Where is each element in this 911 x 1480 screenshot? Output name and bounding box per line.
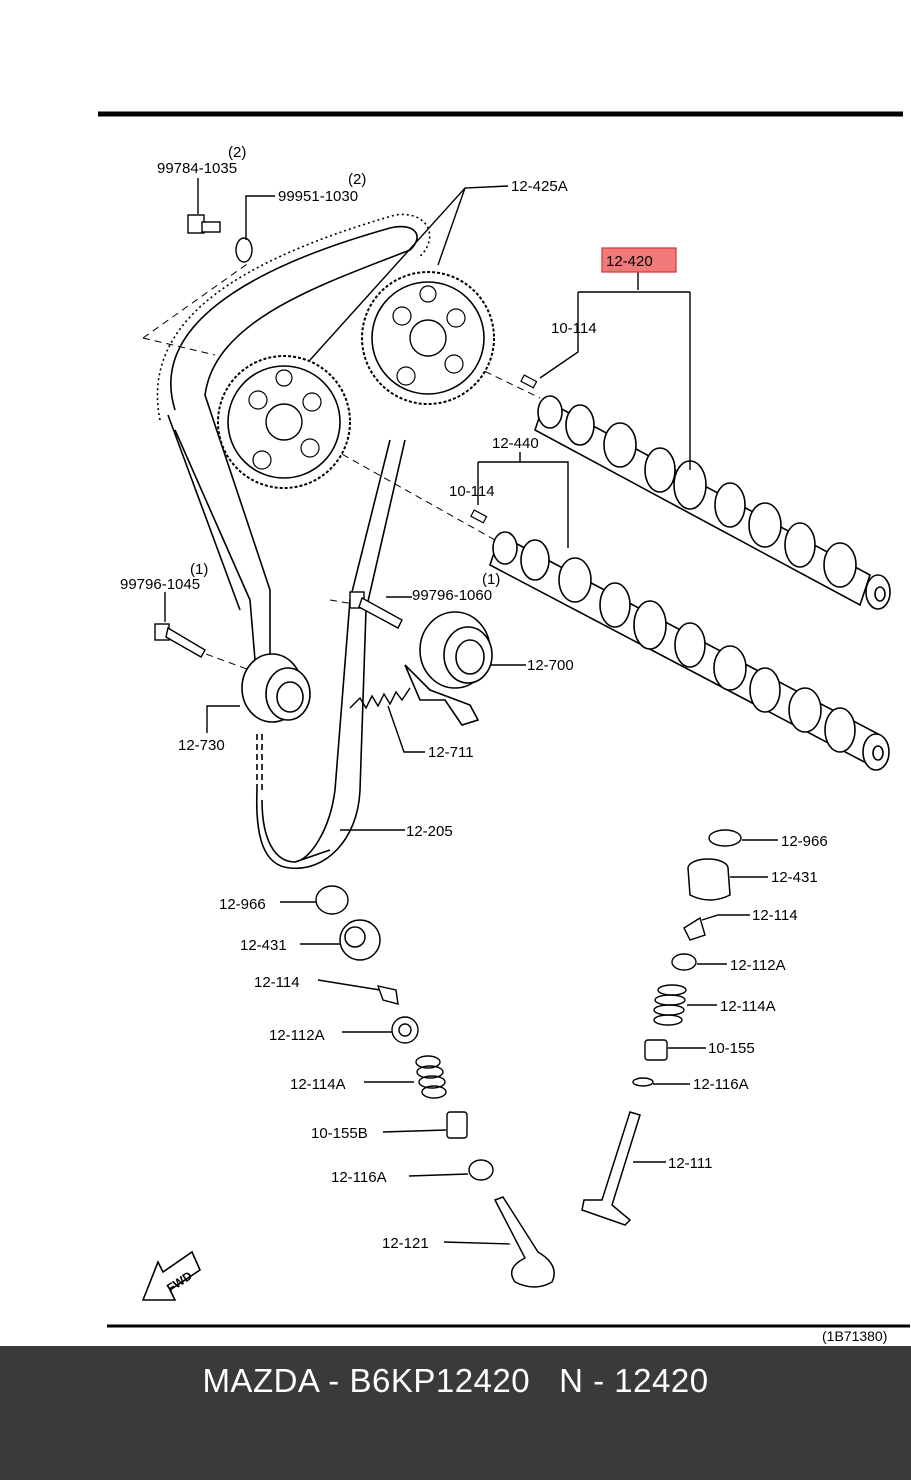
label-12-730: 12-730 (178, 737, 225, 754)
leader-lines (164, 178, 778, 1245)
bolt-99796-1060 (349, 591, 403, 629)
qty-99796-1060: (1) (482, 571, 500, 588)
qty-99784: (2) (228, 144, 246, 161)
label-12-112A-left: 12-112A (269, 1027, 325, 1044)
label-12-431-left: 12-431 (240, 937, 287, 954)
timing-belt (156, 213, 431, 870)
label-10-155: 10-155 (708, 1040, 755, 1057)
washer-99951 (235, 237, 253, 263)
cam-pulley-right (361, 271, 495, 405)
label-12-700: 12-700 (527, 657, 574, 674)
spring-seat-upper-right (671, 953, 697, 971)
highlight-box-12420 (601, 247, 677, 273)
valve-spring-left (415, 1055, 447, 1099)
label-12-116A-left: 12-116A (331, 1169, 387, 1186)
label-12-711: 12-711 (428, 744, 474, 761)
camshaft-exhaust (534, 395, 891, 610)
label-12-431-right: 12-431 (771, 869, 818, 886)
spring-12711 (349, 687, 411, 710)
label-12-205: 12-205 (406, 823, 453, 840)
bolt-99784 (187, 214, 221, 234)
shim-right (708, 829, 742, 847)
qty-99951: (2) (348, 171, 366, 188)
valve-12111 (581, 1111, 641, 1226)
label-99784-1035: 99784-1035 (157, 160, 237, 177)
part-labels: (2) 99784-1035 (2) 99951-1030 12-425A 12… (120, 144, 887, 1344)
label-99951-1030: 99951-1030 (278, 188, 358, 205)
label-12-966-right: 12-966 (781, 833, 828, 850)
keeper-left (376, 985, 399, 1005)
footer-ref: N - 12420 (559, 1362, 709, 1399)
spring-seat-upper-left (391, 1016, 419, 1044)
footer-bar: MAZDA - B6KP12420 N - 12420 (0, 1346, 911, 1480)
label-12-114A-left: 12-114A (290, 1076, 346, 1093)
label-99796-1045: 99796-1045 (120, 576, 200, 593)
label-12-966-left: 12-966 (219, 896, 266, 913)
label-12-111: 12-111 (668, 1155, 712, 1172)
dowel-pin-lower (470, 509, 488, 524)
diagram-reference: (1B71380) (822, 1328, 887, 1344)
footer-title: MAZDA - B6KP12420 N - 12420 (202, 1362, 709, 1399)
tappet-right (687, 858, 731, 901)
spring-seat-lower-right (632, 1077, 654, 1087)
label-12-112A-right: 12-112A (730, 957, 786, 974)
footer-part-number: B6KP12420 (349, 1362, 531, 1399)
valve-seal-left (446, 1111, 468, 1139)
label-10-114-lower: 10-114 (449, 483, 495, 500)
camshaft-intake (489, 531, 890, 771)
valve-12121 (493, 1196, 555, 1288)
parts-diagram: FWD (98, 111, 910, 1344)
label-99796-1060: 99796-1060 (412, 587, 492, 604)
tensioner-12700 (404, 611, 493, 726)
footer-brand: MAZDA (202, 1362, 319, 1399)
label-10-155B: 10-155B (311, 1125, 368, 1142)
dowel-pin-upper (520, 374, 538, 389)
label-12-114-left: 12-114 (254, 974, 300, 991)
qty-99796-1045: (1) (190, 561, 208, 578)
valve-spring-right (653, 984, 687, 1026)
cam-pulley-left (217, 355, 351, 489)
label-10-114-upper: 10-114 (551, 320, 597, 337)
idler-pulley-12730 (241, 653, 311, 723)
shim-left (315, 885, 349, 915)
bolt-99796-1045 (154, 623, 206, 658)
valve-seal-right (644, 1039, 668, 1061)
label-12-114-right: 12-114 (752, 907, 798, 924)
keeper-right (683, 916, 706, 941)
label-12-420[interactable]: 12-420 (606, 253, 653, 270)
label-12-440: 12-440 (492, 435, 539, 452)
label-12-425A: 12-425A (511, 178, 568, 195)
label-12-114A-right: 12-114A (720, 998, 776, 1015)
label-12-121: 12-121 (382, 1235, 429, 1252)
label-12-116A-right: 12-116A (693, 1076, 749, 1093)
spring-seat-lower-left (468, 1159, 494, 1181)
fwd-arrow-icon: FWD (141, 1250, 202, 1301)
tappet-left (339, 919, 381, 961)
